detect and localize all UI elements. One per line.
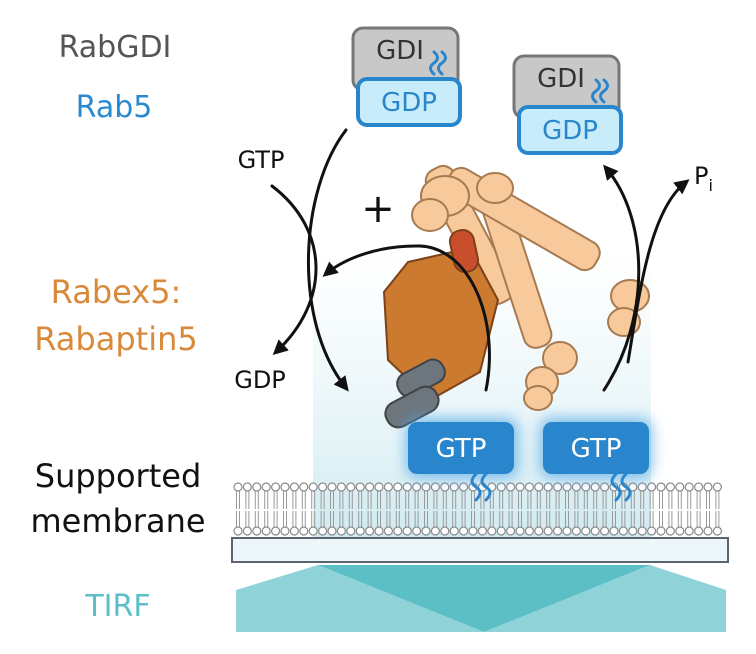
pi-release-arrow — [626, 179, 690, 364]
lipid-anchor-left-icon — [470, 472, 492, 502]
gef-activity-arrow — [322, 244, 491, 392]
supported-label: Supported — [35, 457, 202, 495]
rabex5 — [382, 229, 500, 429]
rabaptin5-label: Rabaptin5 — [34, 320, 197, 358]
rabex5-label: Rabex5: — [51, 273, 182, 311]
recruitment-arrow — [307, 128, 349, 392]
gdp-label-left: GDP — [381, 88, 437, 118]
lipid-anchor-right-icon — [610, 472, 632, 502]
gdi-rab5-gdp-complex-left: GDI GDP — [351, 26, 462, 127]
tirf-illumination — [236, 565, 726, 632]
rab5-gtp-left: GTP — [408, 422, 514, 502]
nucleotide-exchange-arrow — [270, 184, 318, 356]
membrane-label: membrane — [30, 502, 205, 540]
gdp-out-label: GDP — [234, 366, 286, 394]
rab5-gtp-left-label: GTP — [436, 434, 487, 464]
rab5-gtp-right: GTP — [543, 422, 649, 502]
lipid-tail-right-icon — [591, 78, 609, 104]
gdp-label-right: GDP — [542, 116, 598, 146]
plus-sign: + — [361, 186, 395, 232]
pi-label: Pi — [694, 162, 713, 195]
rabaptin5 — [411, 164, 650, 411]
gdi-label-right: GDI — [537, 64, 585, 94]
rab5-gtp-right-label: GTP — [571, 434, 622, 464]
rabgdi-label: RabGDI — [59, 30, 172, 65]
reaction-arrows — [270, 128, 690, 392]
tirf-label: TIRF — [84, 589, 150, 624]
gtp-in-label: GTP — [238, 146, 285, 174]
lipid-tail-left-icon — [429, 50, 447, 76]
extraction-arrow — [602, 164, 641, 392]
gdi-rab5-gdp-complex-right: GDI GDP — [512, 54, 623, 155]
glass-slide — [231, 537, 729, 563]
rab5-label: Rab5 — [76, 90, 153, 125]
gdi-label-left: GDI — [376, 36, 424, 66]
